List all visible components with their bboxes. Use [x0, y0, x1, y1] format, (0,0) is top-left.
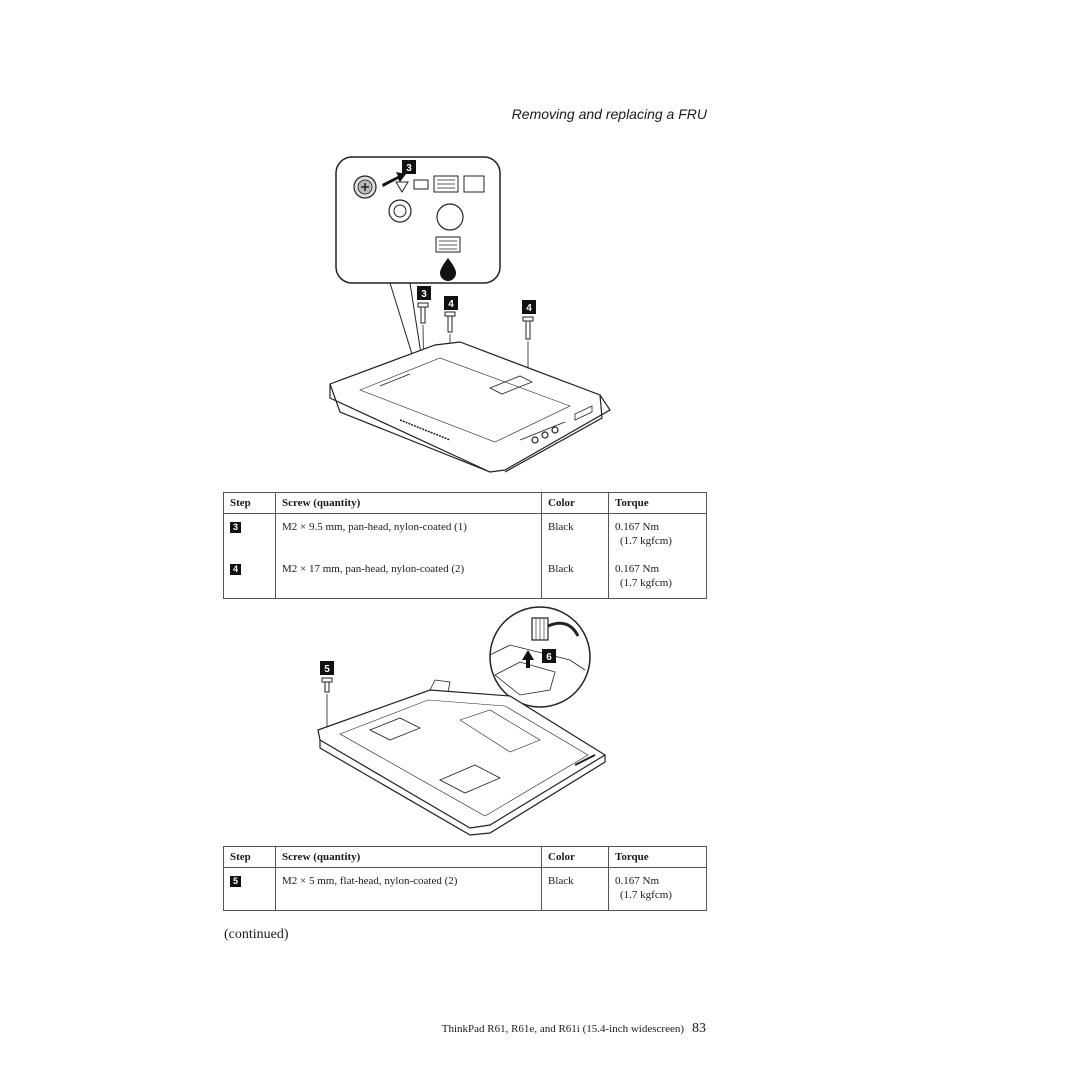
screw-icon	[522, 316, 534, 340]
table-row: 4 M2 × 17 mm, pan-head, nylon-coated (2)…	[223, 556, 707, 599]
column-header-screw: Screw (quantity)	[275, 846, 542, 868]
drop-icon	[440, 258, 456, 281]
laptop-bottom-illustration: 3 3 4 4	[329, 156, 611, 473]
torque-value-alt: (1.7 kgfcm)	[620, 889, 672, 901]
card-slot-icon	[463, 175, 485, 193]
screw-icon	[444, 311, 456, 333]
arrow-icon	[382, 172, 406, 187]
connector-detail-inset	[489, 606, 591, 708]
table-row: 5 M2 × 5 mm, flat-head, nylon-coated (2)…	[223, 867, 707, 911]
column-header-torque: Torque	[608, 492, 707, 514]
column-header-screw: Screw (quantity)	[275, 492, 542, 514]
callout-6: 6	[546, 652, 552, 663]
torque-value-alt: (1.7 kgfcm)	[620, 535, 672, 547]
memory-chip-icon	[413, 179, 429, 190]
column-header-color: Color	[541, 846, 609, 868]
callout-4: 4	[526, 303, 532, 314]
screw-table-2: Step Screw (quantity) Color Torque 5 M2 …	[223, 846, 707, 911]
screw-icon	[321, 677, 333, 693]
column-header-color: Color	[541, 492, 609, 514]
section-title: Removing and replacing a FRU	[511, 106, 707, 122]
torque-value: 0.167 Nm	[615, 563, 659, 575]
continued-note: (continued)	[224, 927, 289, 942]
figure-screw-removal-frame: 5 5 6	[310, 600, 620, 840]
round-marker-icon	[436, 203, 464, 231]
torque-value: 0.167 Nm	[615, 875, 659, 887]
page-footer: ThinkPad R61, R61e, and R61i (15.4-inch …	[442, 1021, 706, 1037]
figure-screw-removal-bottom: 3 3 4 4	[320, 150, 620, 480]
base-frame-illustration: 5 5 6	[317, 606, 607, 836]
laptop-base	[329, 341, 611, 473]
callout-4: 4	[448, 299, 454, 310]
keyboard-icon	[435, 236, 461, 253]
callout-3: 3	[421, 289, 427, 300]
up-arrow-icon	[522, 650, 534, 668]
table-row: 3 M2 × 9.5 mm, pan-head, nylon-coated (1…	[223, 513, 707, 556]
screw-table-1: Step Screw (quantity) Color Torque 3 M2 …	[223, 492, 707, 599]
column-header-step: Step	[223, 492, 276, 514]
column-header-step: Step	[223, 846, 276, 868]
torque-value: 0.167 Nm	[615, 521, 659, 533]
screw-icon	[417, 302, 429, 324]
callout-5: 5	[324, 664, 330, 675]
column-header-torque: Torque	[608, 846, 707, 868]
step-number-badge: 4	[230, 564, 241, 575]
step-number-badge: 5	[230, 876, 241, 887]
book-title: ThinkPad R61, R61e, and R61i (15.4-inch …	[441, 1023, 684, 1035]
step-number-badge: 3	[230, 522, 241, 533]
screw-color: Black	[541, 867, 609, 911]
torque-value-alt: (1.7 kgfcm)	[620, 577, 672, 589]
screw-color: Black	[541, 513, 609, 556]
screw-spec: M2 × 9.5 mm, pan-head, nylon-coated (1)	[275, 513, 542, 556]
callout-3: 3	[406, 163, 412, 174]
screw-spec: M2 × 17 mm, pan-head, nylon-coated (2)	[275, 556, 542, 599]
screw-spec: M2 × 5 mm, flat-head, nylon-coated (2)	[275, 867, 542, 911]
screw-color: Black	[541, 556, 609, 599]
triangle-icon	[395, 181, 409, 193]
base-frame	[317, 679, 607, 836]
page-number: 83	[692, 1021, 706, 1036]
